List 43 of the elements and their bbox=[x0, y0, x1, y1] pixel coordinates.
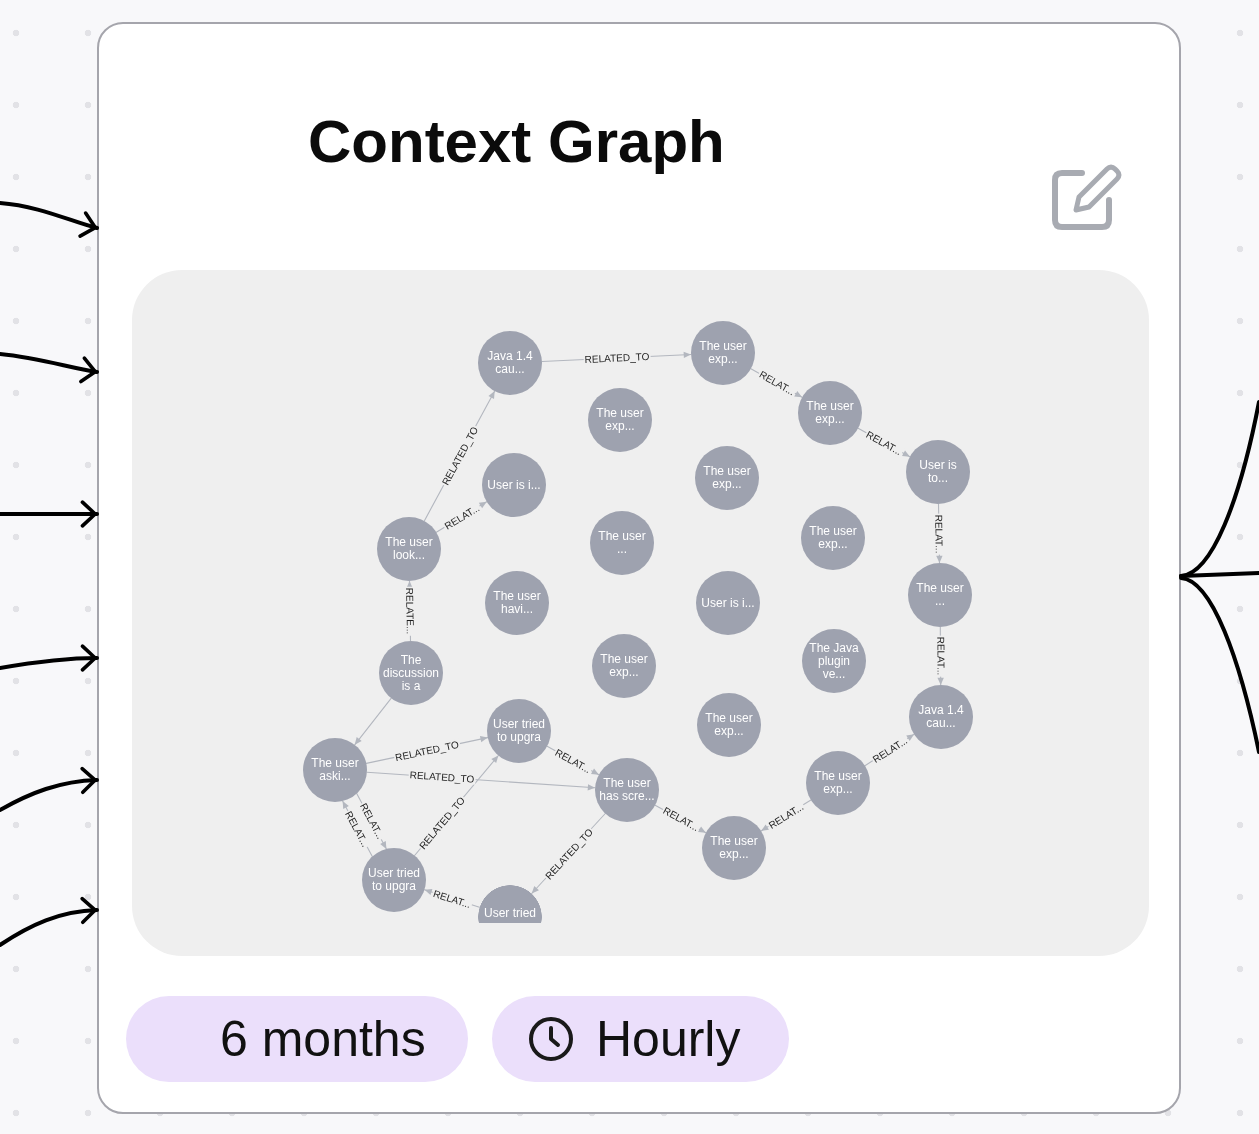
arrow bbox=[0, 500, 99, 528]
graph-node: The user exp... bbox=[697, 693, 761, 757]
graph-edge-arrow bbox=[354, 697, 392, 746]
connector-line bbox=[1179, 571, 1259, 578]
graph-node: The user ... bbox=[590, 511, 654, 575]
graph-node: User is i... bbox=[696, 571, 760, 635]
graph-node: User is i... bbox=[482, 453, 546, 517]
card-title: Context Graph bbox=[308, 112, 725, 172]
arrow bbox=[0, 201, 99, 238]
edge-label: RELAT... bbox=[934, 635, 947, 677]
graph-node: User is to... bbox=[906, 440, 970, 504]
graph-node: The user havi... bbox=[485, 571, 549, 635]
graph-card bbox=[97, 22, 1181, 1114]
graph-node: User tried to upgra bbox=[487, 699, 551, 763]
graph-node: The user aski... bbox=[303, 738, 367, 802]
graph-node: The user exp... bbox=[592, 634, 656, 698]
graph-node: User tried bbox=[478, 885, 542, 923]
arrow bbox=[0, 897, 99, 947]
graph-node: The user exp... bbox=[806, 751, 870, 815]
graph-node: The user exp... bbox=[801, 506, 865, 570]
connector-line bbox=[1179, 576, 1259, 754]
edge-label: RELATED_TO bbox=[408, 769, 476, 786]
edge-label: RELATE... bbox=[404, 586, 416, 636]
graph-node: The user has scre... bbox=[595, 758, 659, 822]
graph-node: The Java plugin ve... bbox=[802, 629, 866, 693]
arrow bbox=[0, 767, 99, 812]
graph-node: The user exp... bbox=[588, 388, 652, 452]
graph-node: The user exp... bbox=[798, 381, 862, 445]
arrow bbox=[0, 352, 99, 384]
graph-node: Java 1.4 cau... bbox=[478, 331, 542, 395]
graph-node: The user look... bbox=[377, 517, 441, 581]
arrow bbox=[0, 644, 99, 672]
graph-node: The user exp... bbox=[691, 321, 755, 385]
time-range-tag: 6 months bbox=[126, 996, 468, 1082]
edge-label: RELATED_TO bbox=[582, 350, 651, 366]
edge-label: RELAT... bbox=[933, 513, 945, 554]
frequency-label: Hourly bbox=[596, 1011, 741, 1067]
graph-node: The user exp... bbox=[702, 816, 766, 880]
graph-picture-panel bbox=[132, 270, 1149, 956]
graph-node: The user ... bbox=[908, 563, 972, 627]
graph-node: Java 1.4 cau... bbox=[909, 685, 973, 749]
graph-node: The user exp... bbox=[695, 446, 759, 510]
graph-node: The discussion is a bbox=[379, 641, 443, 705]
